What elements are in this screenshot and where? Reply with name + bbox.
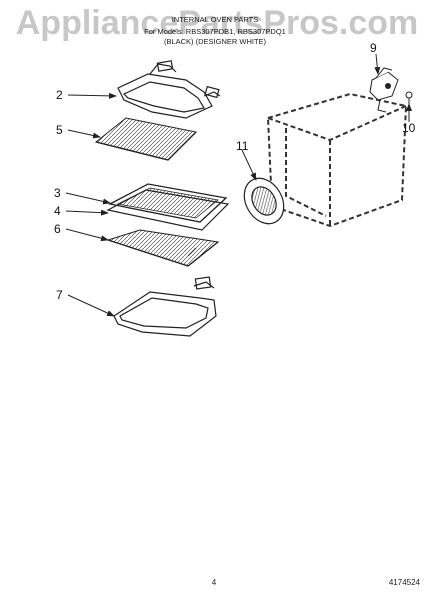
- fan-cover: [243, 177, 285, 225]
- color-codes: (BLACK) (DESIGNER WHITE): [164, 37, 267, 46]
- callout-4: 4: [54, 204, 61, 218]
- callout-3: 3: [54, 186, 61, 200]
- diagram-title: INTERNAL OVEN PARTS: [172, 15, 259, 24]
- callout-9: 9: [370, 41, 377, 55]
- callout-10: 10: [402, 121, 416, 135]
- broil-element: [117, 60, 221, 119]
- bake-element: [113, 276, 217, 337]
- callout-6: 6: [54, 222, 61, 236]
- callout-7: 7: [56, 288, 63, 302]
- document-number: 4174524: [389, 578, 421, 587]
- model-numbers: For Models: RBS307PDB1, RBS307PDQ1: [144, 27, 286, 36]
- broiler-pan: [106, 229, 220, 267]
- callout-leaders: [65, 53, 412, 317]
- callout-5: 5: [56, 123, 63, 137]
- oven-rack: [94, 117, 198, 161]
- oven-cavity: [266, 92, 408, 228]
- callout-11: 11: [236, 139, 249, 153]
- callout-2: 2: [56, 88, 63, 102]
- light-socket-bracket: [369, 67, 399, 113]
- watermark: AppliancePartsPros.com: [16, 4, 418, 42]
- page-number: 4: [212, 578, 217, 587]
- screw: [405, 91, 413, 104]
- broiler-pan-grid: [106, 183, 230, 231]
